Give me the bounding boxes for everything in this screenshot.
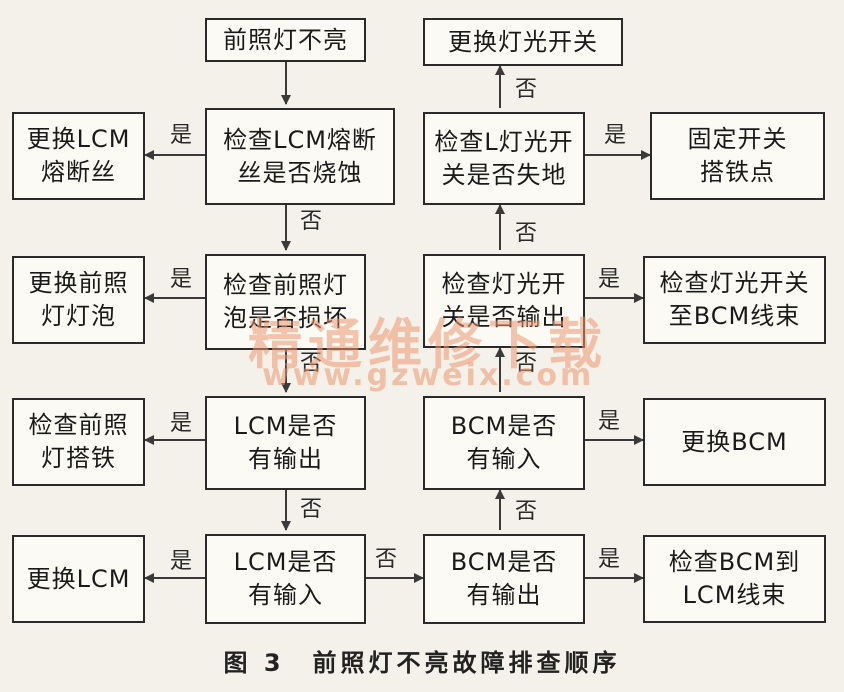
label-no-fuse: 否 xyxy=(300,209,323,234)
watermark-url: www.gzweix.com xyxy=(262,358,595,393)
box-check-bcm-lcm: 检查BCM到 LCM线束 xyxy=(643,535,826,623)
box-bcm-output: BCM是否 有输出 xyxy=(423,534,585,624)
label-no-bcm-input: 否 xyxy=(515,351,538,376)
box-check-ground: 检查前照 灯搭铁 xyxy=(12,398,145,486)
label-yes-switch-output: 是 xyxy=(598,267,621,292)
label-no-bulb: 否 xyxy=(300,351,323,376)
box-bcm-input: BCM是否 有输入 xyxy=(423,396,585,490)
label-yes-bcm-output: 是 xyxy=(598,547,621,572)
box-fix-ground: 固定开关 搭铁点 xyxy=(650,112,825,200)
label-yes-switch-ground: 是 xyxy=(604,123,627,148)
label-no-switch-ground: 否 xyxy=(515,77,538,102)
box-lcm-input: LCM是否 有输入 xyxy=(205,534,366,624)
box-replace-switch: 更换灯光开关 xyxy=(423,18,623,66)
label-yes-lcm-input: 是 xyxy=(170,549,193,574)
box-switch-output: 检查灯光开 关是否输出 xyxy=(423,254,585,348)
label-no-lcm-input: 否 xyxy=(375,547,398,572)
label-yes-bcm-input: 是 xyxy=(598,409,621,434)
box-lcm-output: LCM是否 有输出 xyxy=(205,396,366,490)
label-yes-bulb: 是 xyxy=(170,267,193,292)
label-no-lcm-output: 否 xyxy=(300,497,323,522)
label-yes-lcm-output: 是 xyxy=(170,411,193,436)
box-replace-lcm: 更换LCM xyxy=(12,535,145,623)
box-headlight-off: 前照灯不亮 xyxy=(205,18,366,62)
figure-caption: 图 3 前照灯不亮故障排查顺序 xyxy=(223,649,621,677)
label-no-bcm-output: 否 xyxy=(515,499,538,524)
box-replace-bulb: 更换前照 灯灯泡 xyxy=(12,256,145,344)
box-check-switch-bcm: 检查灯光开关 至BCM线束 xyxy=(643,256,826,344)
box-switch-ground: 检查L灯光开 关是否失地 xyxy=(423,112,585,205)
box-check-fuse: 检查LCM熔断 丝是否烧蚀 xyxy=(205,108,395,205)
label-no-switch-output: 否 xyxy=(515,221,538,246)
box-replace-bcm: 更换BCM xyxy=(643,398,826,486)
label-yes-fuse: 是 xyxy=(170,123,193,148)
box-check-bulb: 检查前照灯 泡是否损坏 xyxy=(205,254,366,350)
watermark-text: 精通维修下载 xyxy=(248,313,608,376)
box-replace-fuse: 更换LCM 熔断丝 xyxy=(12,112,145,200)
